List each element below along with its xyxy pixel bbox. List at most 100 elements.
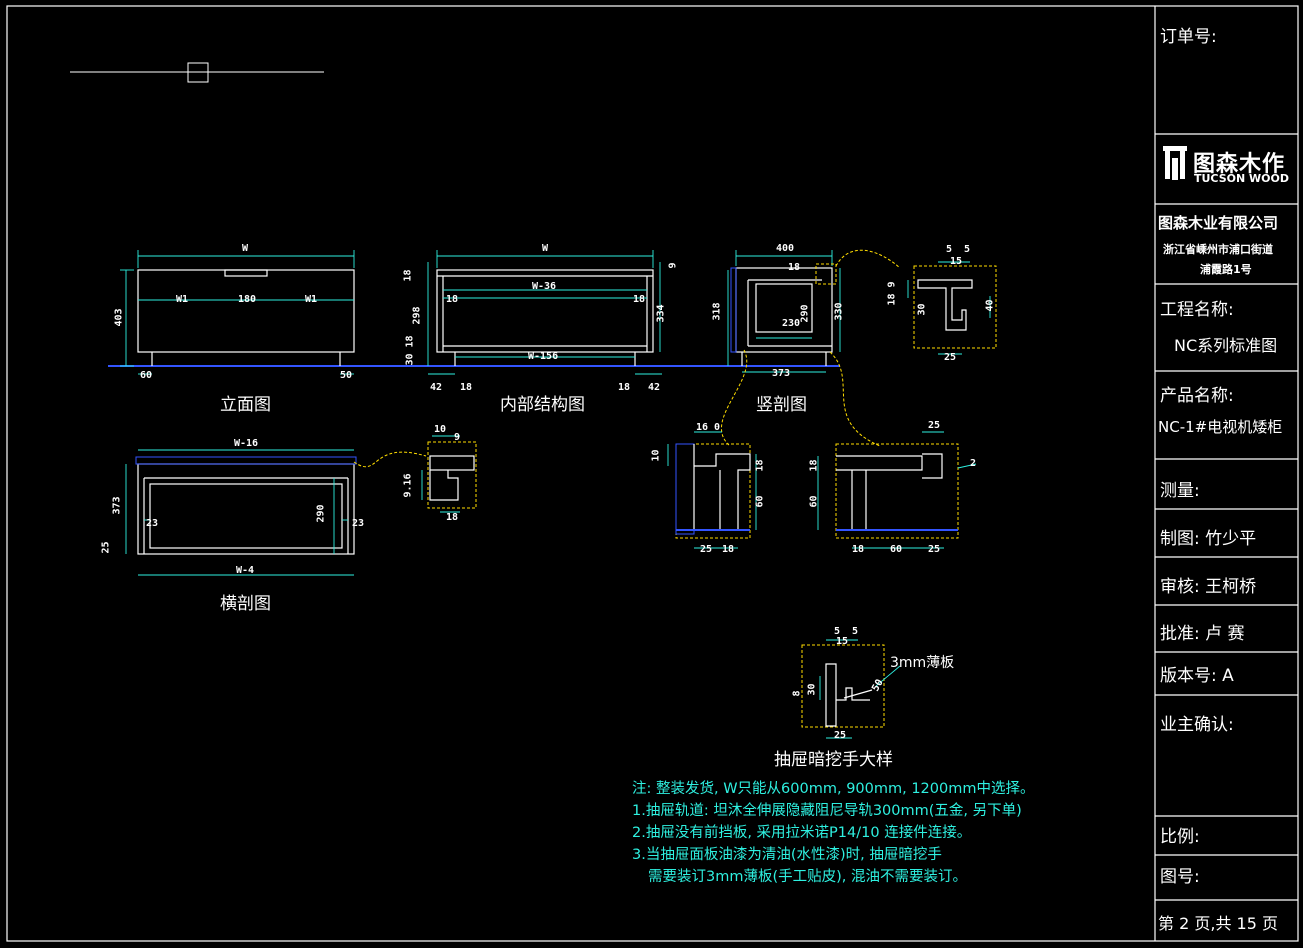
horizontal-section-view <box>137 463 355 555</box>
dim-text: 2 <box>970 458 977 469</box>
dim-text: 60 <box>808 495 820 508</box>
dim-text: 30 <box>404 353 416 366</box>
dim-text: W-156 <box>528 351 559 362</box>
dim-text: 298 <box>411 306 423 325</box>
dim-text: 60 <box>754 495 766 508</box>
scale-label: 比例: <box>1160 827 1200 847</box>
note-line-2: 2.抽屉没有前挡板, 采用拉米诺P14/10 连接件连接。 <box>632 825 972 841</box>
dim-text: 5 <box>834 626 841 637</box>
detail-hs-box <box>427 441 477 509</box>
hs-leader <box>353 451 427 468</box>
dim-text: 42 <box>648 382 661 393</box>
company-address-line1: 浙江省嵊州市浦口街道 <box>1163 243 1273 256</box>
dim-text: 318 <box>711 302 723 321</box>
logo-en-text: TUCSON WOOD <box>1194 172 1289 185</box>
dim-text: 9 <box>454 432 461 443</box>
dim-text: 5 <box>852 626 859 637</box>
dim-text: 18 <box>460 382 473 393</box>
horizontal-section-title: 横剖图 <box>220 594 271 614</box>
detail-center-hatch <box>675 443 695 535</box>
dim-text: 18 <box>402 269 414 282</box>
dim-text: 25 <box>928 420 941 431</box>
dim-text: 5 <box>946 244 953 255</box>
dim-text: 18 <box>754 459 766 472</box>
dim-text: 15 <box>836 636 849 647</box>
dim-text: 30 <box>806 683 818 696</box>
dim-text: 15 <box>950 256 963 267</box>
dim-text: 23 <box>146 518 159 529</box>
measure-label: 测量: <box>1160 481 1200 501</box>
horizontal-section-dimensions <box>125 449 354 576</box>
dim-text: 9.16 <box>402 473 414 498</box>
internal-dimensions <box>427 250 662 375</box>
note-line-4: 需要装订3mm薄板(手工贴皮), 混油不需要装订。 <box>648 869 968 885</box>
dim-text: 18 <box>446 512 459 523</box>
dim-text: 18 <box>788 262 801 273</box>
dim-text: 25 <box>944 352 957 363</box>
dim-text: 403 <box>113 308 125 327</box>
dim-text: W1 <box>176 294 189 305</box>
vs-leader-3 <box>829 351 881 447</box>
drawing-border <box>6 5 1299 942</box>
dim-text: 18 <box>404 335 416 348</box>
dim-text: 42 <box>430 382 443 393</box>
note-line-3: 3.当抽屉面板油漆为清油(水性漆)时, 抽屉暗挖手 <box>632 847 942 863</box>
project-label: 工程名称: <box>1160 300 1234 320</box>
handle-detail-profile <box>825 663 873 727</box>
dim-text: 373 <box>111 496 123 515</box>
dim-text: 50 <box>340 370 353 381</box>
dim-text: 230 <box>782 318 801 329</box>
dim-text: 8 <box>791 690 803 697</box>
detail-hs-profile <box>429 455 475 501</box>
company-name: 图森木业有限公司 <box>1158 214 1279 232</box>
version-label: 版本号: A <box>1160 666 1234 686</box>
dim-text: 25 <box>834 730 847 741</box>
dim-text: 330 <box>833 302 845 321</box>
dim-text: 30 <box>916 303 928 316</box>
logo-cn-text: 图森木作 <box>1193 152 1286 177</box>
north-marker <box>70 62 324 83</box>
project-value: NC系列标准图 <box>1174 336 1278 355</box>
dim-text: 60 <box>140 370 153 381</box>
handle-detail-box <box>801 644 885 728</box>
drawing-no-label: 图号: <box>1160 867 1200 887</box>
dim-text: 334 <box>655 304 667 323</box>
order-no-label: 订单号: <box>1160 27 1217 47</box>
tucson-logo-icon <box>1163 146 1187 180</box>
detail-top-dims <box>907 261 991 355</box>
product-label: 产品名称: <box>1160 386 1234 406</box>
dim-text: 18 <box>446 294 459 305</box>
dim-text: W <box>542 243 549 254</box>
detail-top-profile <box>917 279 973 331</box>
dim-text: 25 <box>928 544 941 555</box>
dim-text: 60 <box>890 544 903 555</box>
elevation-dimensions <box>120 250 355 375</box>
dim-text: 18 <box>618 382 631 393</box>
detail-right-dims <box>817 431 977 549</box>
dim-text: 25 <box>100 541 112 554</box>
detail-right-profile <box>836 453 943 531</box>
dim-text: 5 <box>964 244 971 255</box>
dim-text: W-36 <box>532 281 557 292</box>
vs-leader-2 <box>721 349 748 447</box>
drawn-by-label: 制图: 竹少平 <box>1160 529 1257 549</box>
dim-text: 25 <box>700 544 713 555</box>
detail-top-box <box>913 265 997 349</box>
note-line-0: 注: 整装发货, W只能从600mm, 900mm, 1200mm中选择。 <box>632 781 1035 797</box>
elevation-title: 立面图 <box>220 395 271 415</box>
handle-detail-dims <box>819 639 901 739</box>
dim-text: 373 <box>772 368 791 379</box>
detail-center-dims <box>667 431 757 549</box>
dim-text: 18 9 <box>886 281 898 306</box>
reviewed-by-label: 审核: 王柯桥 <box>1160 577 1257 597</box>
dim-text: 9 <box>667 262 679 269</box>
thin-board-annotation: 3mm薄板 <box>890 655 955 671</box>
title-block-grid <box>1155 133 1298 901</box>
approved-by-label: 批准: 卢 赛 <box>1160 624 1245 644</box>
dim-text: W1 <box>305 294 318 305</box>
dim-text: 10 <box>650 449 662 462</box>
dim-text: 18 <box>808 459 820 472</box>
vertical-section-hatch <box>730 267 737 353</box>
vs-detail-box <box>815 263 837 285</box>
handle-detail-title: 抽屉暗挖手大样 <box>774 750 893 770</box>
